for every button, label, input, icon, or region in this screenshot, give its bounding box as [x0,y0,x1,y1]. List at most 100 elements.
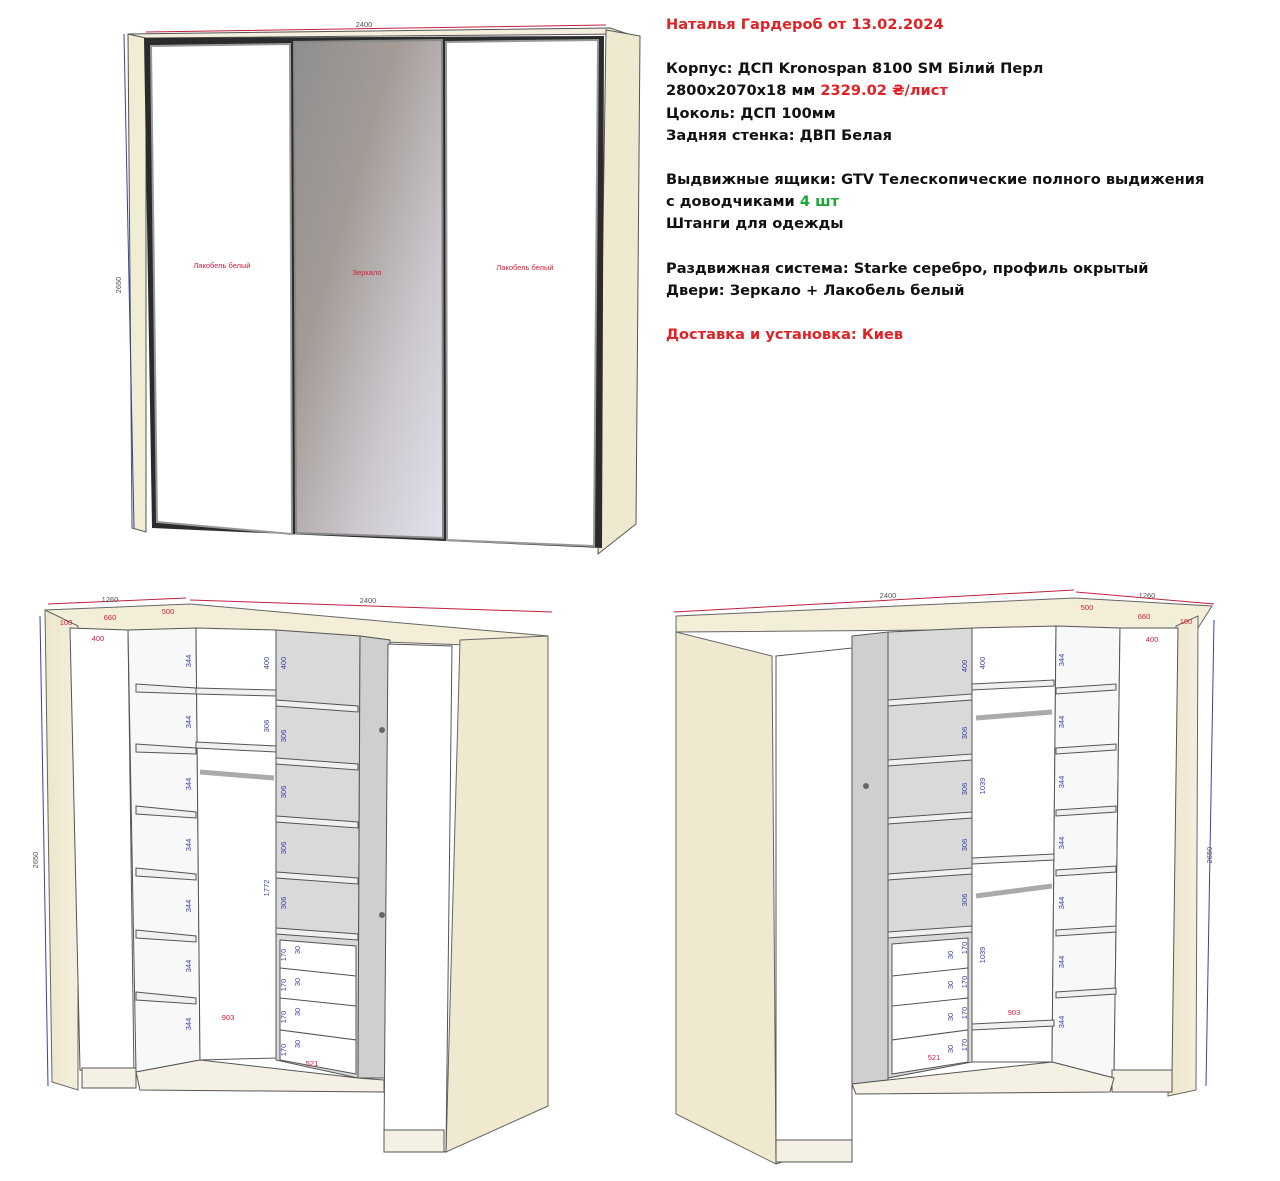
left-top-compartment: 400 [262,657,271,670]
left-rail-end-upper [379,727,385,733]
shelf [275,871,359,885]
left-height-total: 2650 [31,852,40,869]
left-view: 1260 2400 2650 100 660 500 400 344 344 3… [31,595,553,1153]
drawer [279,1029,357,1075]
left-rod-shelf [195,741,277,753]
shelf-gap-label: 344 [184,839,193,852]
right-plinth [1111,1069,1173,1093]
plinth-material: Цоколь: ДСП 100мм [666,104,836,122]
left-width-total: 2400 [360,596,377,605]
right-column-gap-labels: 400 306 306 306 306 [960,660,969,907]
left-column-gap-labels: 400 306 306 306 306 [279,657,288,910]
door-center-label: Зеркало [352,268,381,277]
drawer-gap-label: 30 [293,978,302,986]
left-drawer-width: 521 [306,1059,319,1068]
left-depth-dim-line [47,597,187,605]
shelf-gap-label: 344 [184,778,193,791]
right-top-shelf [971,679,1055,691]
left-side-depth: 400 [92,634,105,643]
right-depth-mid: 660 [1138,612,1151,621]
right-rail-lower [975,883,1053,899]
left-rail [199,769,275,781]
right-rail-end [863,783,869,789]
drawer-height-label: 170 [279,949,288,962]
shelf-gap-label: 344 [1057,776,1066,789]
shelf-gap-label: 344 [1057,837,1066,850]
front-width-dim: 2400 [356,20,373,29]
column-gap-label: 306 [279,842,288,855]
shelf [275,757,359,771]
door-center-mirror [292,38,445,540]
shelf [887,867,973,881]
shelf [1055,683,1117,695]
drawer-height-label: 170 [960,976,969,989]
drawers-line-2: с доводчиками 4 шт [666,191,1266,213]
right-hanging-upper: 1039 [978,778,987,795]
order-title: Наталья Гардероб от 13.02.2024 [666,16,944,33]
drawer-gap-label: 30 [946,1045,955,1053]
column-gap-label: 306 [960,783,969,796]
left-front-plinth [383,1129,445,1153]
right-narrow-hanging [851,631,889,1085]
left-end-panel [69,627,135,1077]
shelf [275,927,359,941]
drawers-closers: с доводчиками [666,193,795,211]
right-depth-total: 1260 [1139,591,1156,600]
shelf [1055,987,1117,999]
left-drawers [279,939,357,1075]
left-shelf-gap-labels: 344 344 344 344 344 344 344 [184,655,193,1031]
left-top-shelf [195,687,277,697]
sheet-size: 2800х2070х18 мм [666,82,816,100]
column-gap-label: 400 [279,657,288,670]
right-width-total: 2400 [880,591,897,600]
shelf [275,699,359,713]
drawer-gap-label: 30 [293,1008,302,1016]
drawer-height-label: 170 [960,942,969,955]
right-corner-shelves [1055,683,1117,999]
shelf-gap-label: 344 [1057,897,1066,910]
shelf-gap-label: 344 [184,900,193,913]
drawer-gap-label: 30 [946,981,955,989]
door-right-label: Лакобель белый [496,263,553,272]
sheet-price: 2329.02 ₴/лист [820,82,948,100]
sheet-line: 2800х2070х18 мм 2329.02 ₴/лист [666,80,1266,102]
shelf [1055,925,1117,937]
shelf-gap-label: 344 [184,716,193,729]
right-mid-shelf [971,853,1055,865]
drawers-line-1: Выдвижные ящики: GTV Телескопические пол… [666,171,1205,189]
column-gap-label: 306 [279,786,288,799]
right-view: 2400 1260 2650 500 660 100 400 400 306 3… [673,589,1215,1165]
right-drawer-width: 521 [928,1053,941,1062]
right-height-dim-line [1205,619,1215,1087]
shelf [135,805,197,819]
drawer-gap-label: 30 [293,1040,302,1048]
left-rail-end-lower [379,912,385,918]
column-gap-label: 306 [960,839,969,852]
left-hanging-width: 903 [222,1013,235,1022]
left-bottom [135,1059,385,1093]
right-drawer-labels: 170 30 170 30 170 30 170 30 [946,942,969,1053]
front-width-dim-line [145,24,607,33]
back-wall-material: Задняя стенка: ДВП Белая [666,126,893,144]
drawer-gap-label: 30 [293,946,302,954]
left-corner-shelves [135,683,197,1005]
right-corner-gap-labels: 344 344 344 344 344 344 344 [1057,654,1066,1029]
right-column-shelves [887,693,973,939]
clothes-rails: Штанги для одежды [666,215,844,233]
shelf-gap-label: 344 [184,960,193,973]
column-gap-label: 306 [960,894,969,907]
left-outer-side [44,609,79,1091]
right-low-shelf [971,1019,1055,1031]
drawer-height-label: 170 [279,1044,288,1057]
specs-panel: Наталья Гардероб от 13.02.2024 Корпус: Д… [666,14,1266,346]
right-end-panel [1113,627,1179,1079]
shelf-gap-label: 344 [1057,716,1066,729]
front-carcass-right [597,29,641,556]
front-height-dim-line [123,33,135,529]
drawer-gap-label: 30 [946,1013,955,1021]
right-width-dim-line [673,589,1075,613]
right-hanging-area [971,625,1057,1063]
right-hanging-width: 903 [1008,1008,1021,1017]
shelf [887,925,973,939]
